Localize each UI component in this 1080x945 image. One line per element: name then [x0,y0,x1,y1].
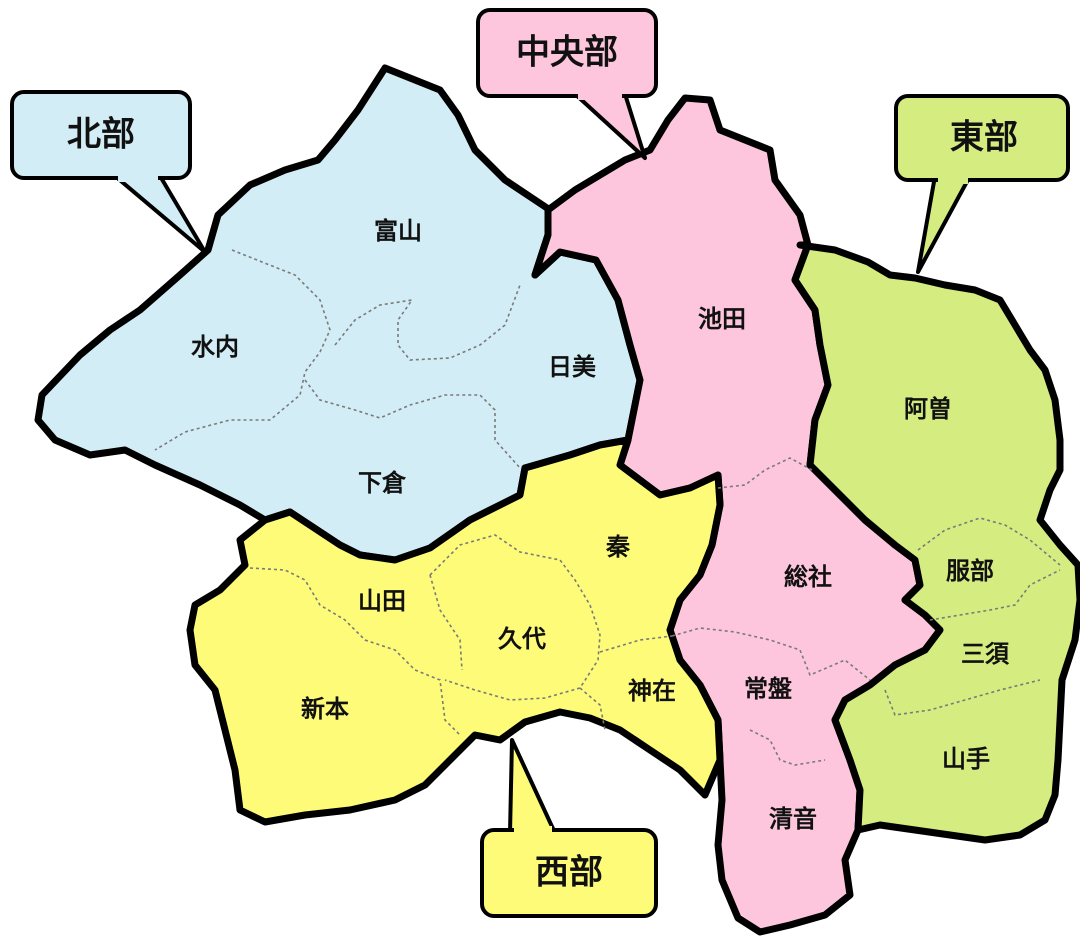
district-label-shimokura: 下倉 [358,469,407,497]
callout-west: 西部 [480,738,658,918]
boundary-line [599,635,673,653]
district-label-yamada: 山田 [358,587,406,615]
boundary-line [929,569,1061,621]
district-label-kamiari: 神在 [628,677,676,705]
boundary-line [249,567,461,736]
district-label-kushiro: 久代 [498,625,546,653]
district-label-hattori: 服部 [946,557,994,585]
boundary-line [154,249,331,451]
callout-west-title: 西部 [535,853,603,893]
district-label-ikeda: 池田 [698,305,746,333]
district-label-tokiwa: 常盤 [744,675,793,703]
district-label-misu: 三須 [961,640,1010,668]
boundary-line [917,517,1061,566]
district-label-yamate: 山手 [942,745,990,773]
boundary-line [749,729,826,766]
region-west[interactable] [186,436,724,826]
district-label-tomiyama: 富山 [374,217,422,245]
boundary-line [429,574,463,671]
region-east[interactable] [791,241,1080,844]
callout-north: 北部 [10,90,207,254]
district-label-soja: 総社 [784,563,832,591]
district-label-niimoto: 新本 [301,695,349,723]
boundary-line [884,679,1041,716]
callout-central: 中央部 [476,8,658,160]
boundary-line [671,627,871,681]
callout-east: 東部 [894,94,1070,274]
callout-central-title: 中央部 [516,33,618,73]
callout-north-title: 北部 [67,115,135,155]
district-label-kiyone: 清音 [769,805,817,833]
district-label-hata: 秦 [605,533,631,561]
district-label-mizuuchi: 水内 [191,333,239,361]
district-label-aso: 阿曽 [904,395,952,423]
boundary-line [579,687,606,731]
boundary-line [717,457,813,489]
callout-east-title: 東部 [950,118,1018,158]
district-label-hiyoshi: 日美 [548,353,596,381]
boundary-line [304,379,521,469]
